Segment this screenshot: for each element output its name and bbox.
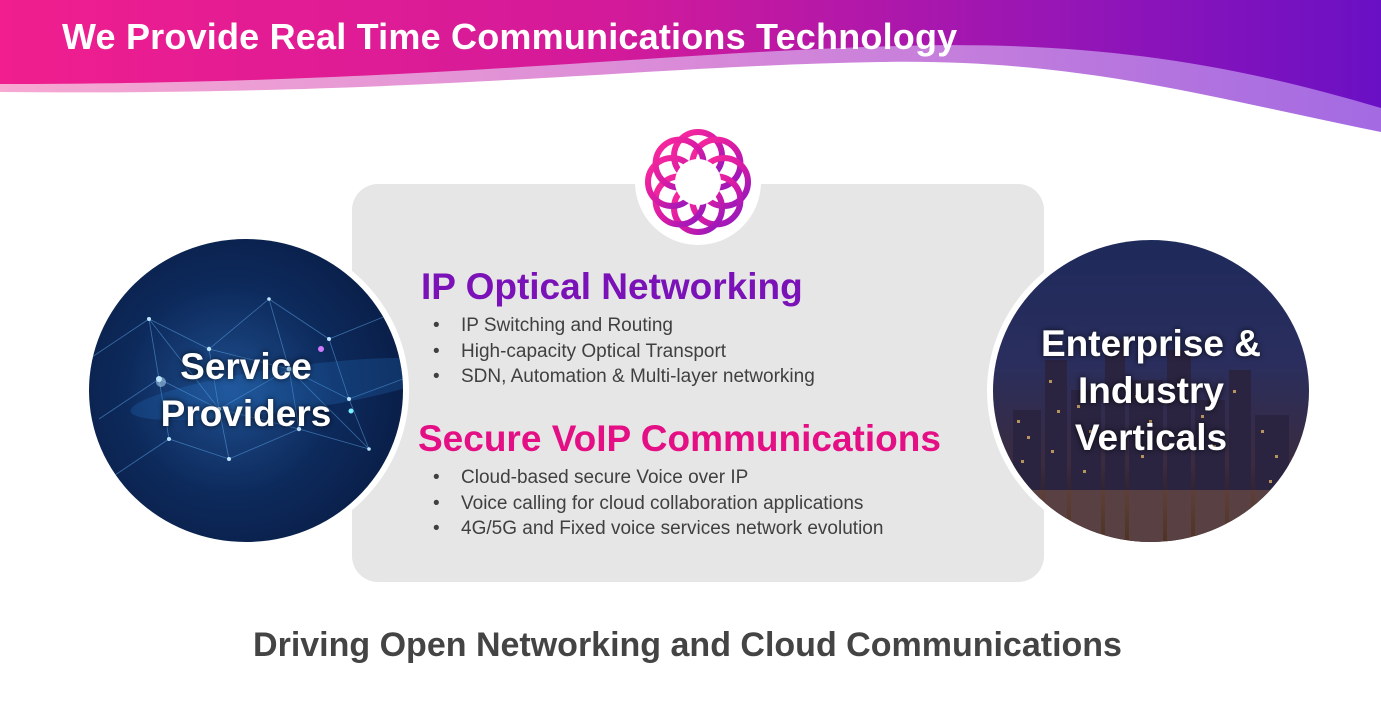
list-item: •High-capacity Optical Transport [433,340,727,362]
footer-tagline: Driving Open Networking and Cloud Commun… [253,626,1122,664]
secure-voip-bullet-list: •Cloud-based secure Voice over IP •Voice… [433,465,883,542]
enterprise-verticals-circle: Enterprise & Industry Verticals [993,240,1309,542]
secure-voip-heading: Secure VoIP Communications [418,418,941,459]
ip-optical-bullet-list: •IP Switching and Routing •High-capacity… [433,313,815,390]
city-skyline-graphic [993,340,1309,542]
service-providers-circle: Service Providers [89,239,403,542]
service-providers-label: Service Providers [160,346,332,434]
list-item: •Cloud-based secure Voice over IP [433,467,749,488]
interlaced-ring-logo-icon [634,118,762,246]
header-banner: We Provide Real Time Communications Tech… [0,0,1381,140]
page-title: We Provide Real Time Communications Tech… [62,16,958,57]
list-item: •4G/5G and Fixed voice services network … [433,518,884,539]
ip-optical-heading: IP Optical Networking [421,266,803,307]
header-wave-graphic [0,0,1381,132]
list-item: •SDN, Automation & Multi-layer networkin… [433,366,815,387]
center-panel [352,184,1044,582]
list-item: •Voice calling for cloud collaboration a… [433,492,864,514]
network-mesh-graphic [89,297,403,480]
list-item: •IP Switching and Routing [433,315,673,336]
enterprise-verticals-label: Enterprise & Industry Verticals [1040,323,1261,458]
